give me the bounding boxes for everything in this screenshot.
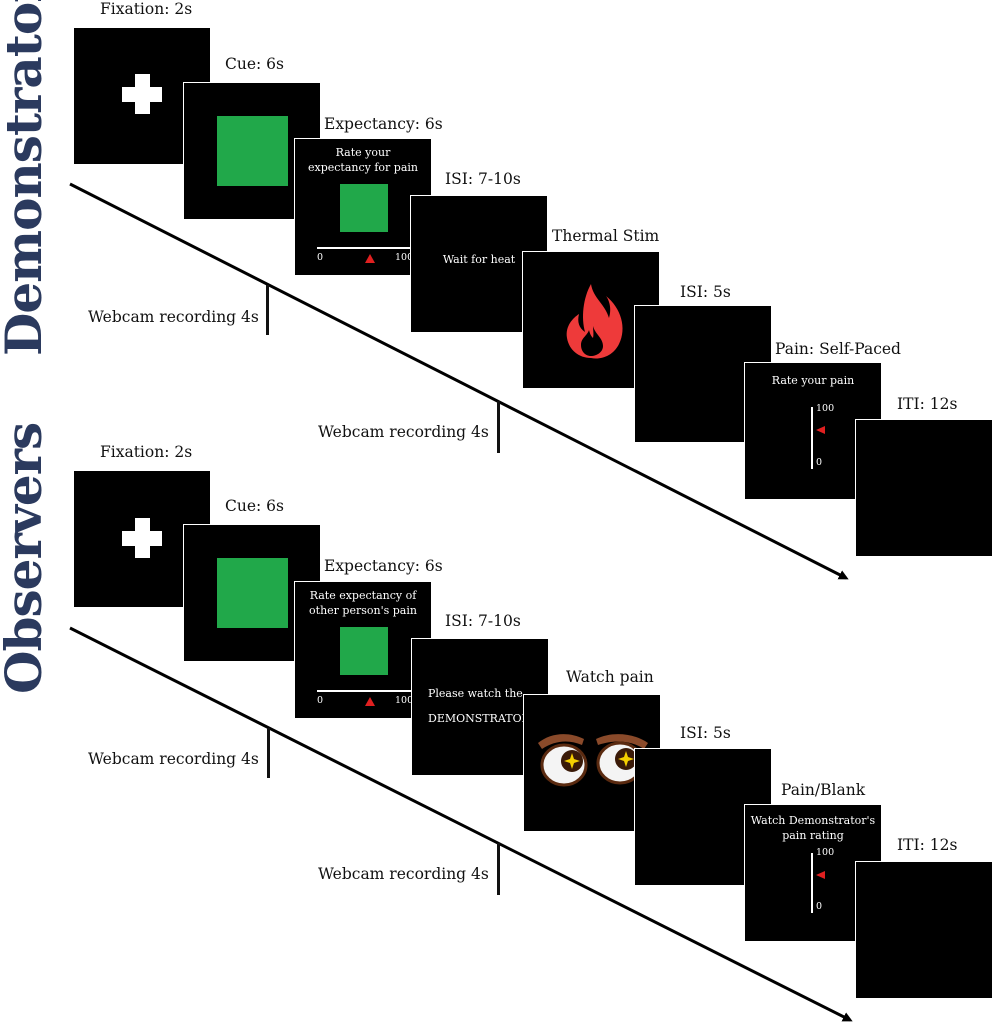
isi-text-line2: DEMONSTRATOR — [428, 712, 530, 725]
isi-text: Wait for heat — [442, 253, 516, 266]
green-cue-square — [217, 116, 288, 186]
pain-min-label: 0 — [816, 457, 823, 468]
isi-text-line1: Please watch the — [428, 687, 523, 700]
green-cue-square — [340, 184, 388, 232]
demonstrators-title: Demonstrators — [0, 0, 53, 356]
webcam-tick-2 — [497, 843, 500, 895]
green-cue-square — [340, 627, 388, 675]
stage-label-cue: Cue: 6s — [225, 55, 284, 73]
pain-min-label: 0 — [816, 901, 823, 912]
pain-scale-line — [811, 407, 813, 469]
webcam-label-2: Webcam recording 4s — [318, 865, 489, 883]
stage-label-pain: Pain: Self-Paced — [775, 340, 901, 358]
scale-max-label: 100 — [395, 695, 414, 706]
expectancy-scale-line — [317, 690, 431, 692]
rating-marker-icon — [816, 871, 825, 879]
rating-marker-icon — [365, 254, 375, 263]
stage-label-iti: ITI: 12s — [897, 836, 958, 854]
green-cue-square — [217, 558, 288, 628]
rating-marker-icon — [365, 697, 375, 706]
webcam-tick-1 — [266, 285, 269, 335]
expectancy-scale-line — [317, 247, 431, 249]
scale-max-label: 100 — [395, 252, 414, 263]
webcam-tick-2 — [497, 401, 500, 453]
stage-label-fixation: Fixation: 2s — [100, 443, 193, 461]
iti-blank-screen — [855, 419, 993, 557]
stage-label-iti: ITI: 12s — [897, 395, 958, 413]
scale-min-label: 0 — [317, 695, 324, 706]
webcam-label-1: Webcam recording 4s — [88, 750, 259, 768]
pain-max-label: 100 — [816, 847, 835, 858]
observers-title: Observers — [0, 422, 53, 694]
stage-label-isi-2: ISI: 5s — [680, 283, 731, 301]
stage-label-expectancy: Expectancy: 6s — [324, 115, 443, 133]
expectancy-prompt: Rate your expectancy for pain — [307, 146, 418, 174]
pain-scale-line — [811, 853, 813, 913]
pain-max-label: 100 — [816, 403, 835, 414]
scale-min-label: 0 — [317, 252, 324, 263]
stage-label-pain-blank: Pain/Blank — [781, 781, 866, 799]
expectancy-screen: Rate your expectancy for pain 0 100 — [294, 138, 432, 276]
demonstrators-timeline-arrow — [69, 182, 849, 580]
webcam-tick-1 — [267, 728, 270, 778]
stage-label-expectancy: Expectancy: 6s — [324, 557, 443, 575]
stage-label-watch-pain: Watch pain — [566, 668, 654, 686]
worried-eyes-icon — [538, 734, 648, 787]
expectancy-screen: Rate expectancy of other person's pain 0… — [294, 581, 432, 719]
stage-label-isi-2: ISI: 5s — [680, 724, 731, 742]
webcam-label-2: Webcam recording 4s — [318, 423, 489, 441]
iti-blank-screen — [855, 861, 993, 999]
stage-label-thermal-stim: Thermal Stim — [552, 227, 660, 245]
flame-icon — [566, 284, 623, 359]
stage-label-isi: ISI: 7-10s — [445, 170, 521, 188]
observers-timeline-arrow — [69, 626, 853, 1022]
expectancy-prompt: Rate expectancy of other person's pain — [309, 589, 417, 617]
stage-label-cue: Cue: 6s — [225, 497, 284, 515]
pain-prompt: Watch Demonstrator's pain rating — [750, 814, 876, 842]
pain-prompt: Rate your pain — [771, 374, 855, 387]
webcam-label-1: Webcam recording 4s — [88, 308, 259, 326]
stage-label-fixation: Fixation: 2s — [100, 0, 193, 18]
stage-label-isi: ISI: 7-10s — [445, 612, 521, 630]
rating-marker-icon — [816, 426, 825, 434]
